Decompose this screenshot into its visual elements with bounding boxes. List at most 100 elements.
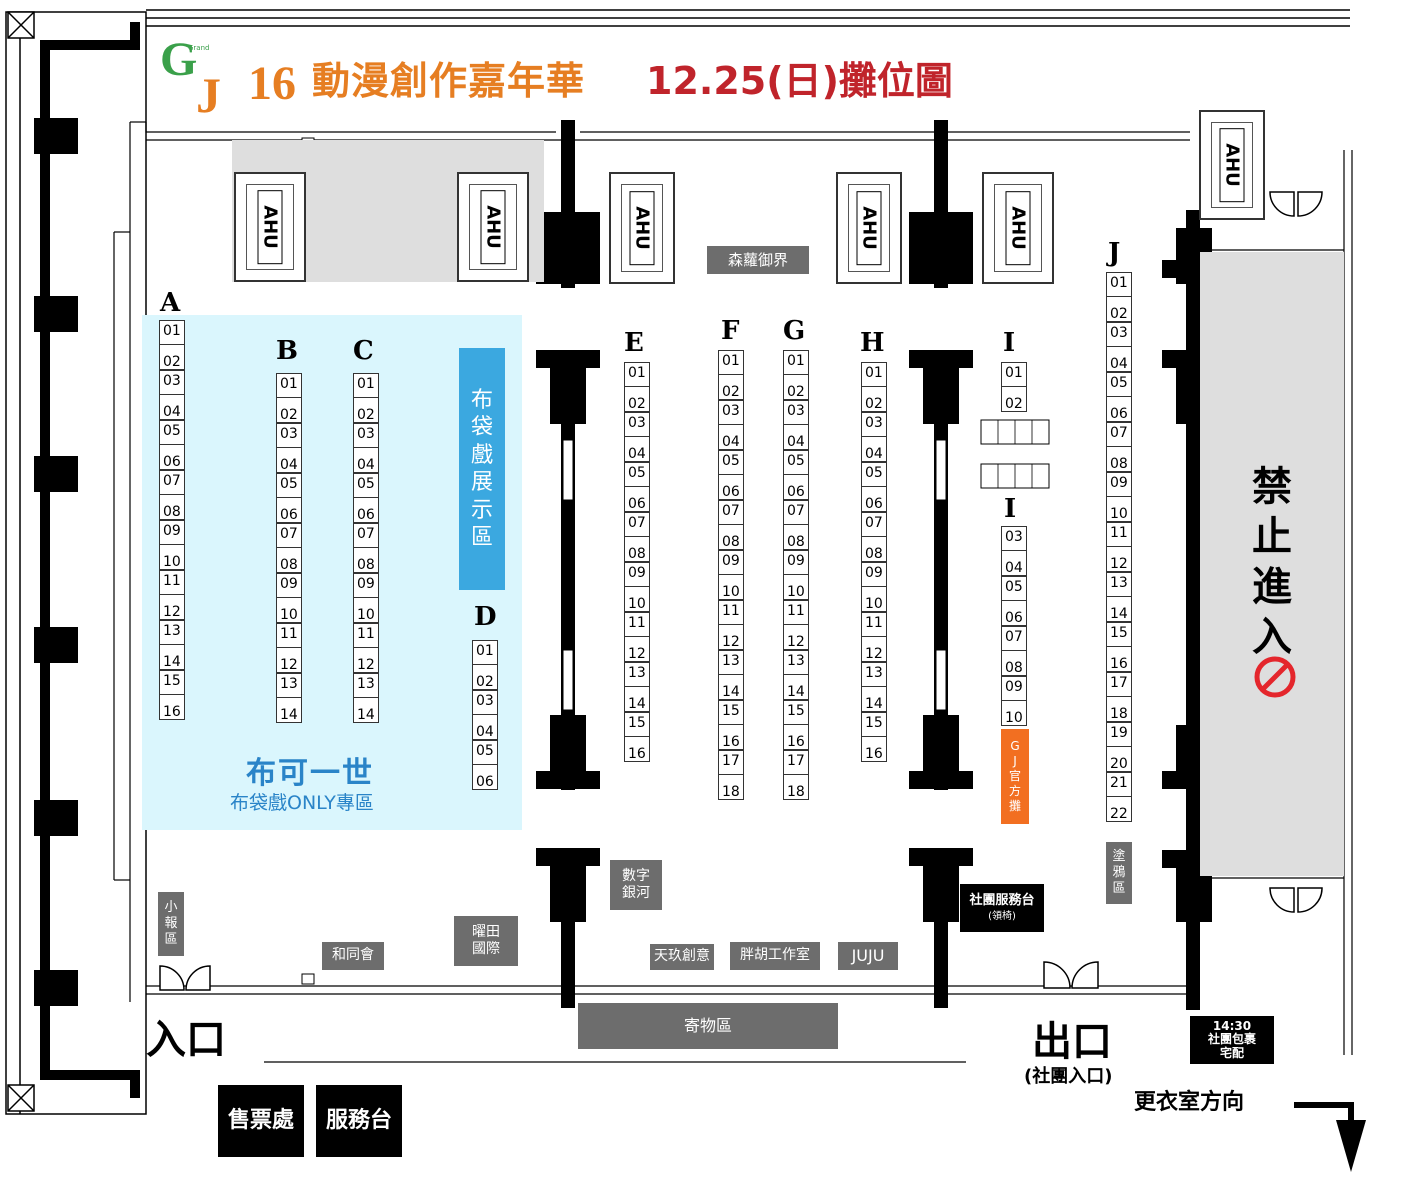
booth[interactable]: 06 (1106, 397, 1132, 422)
booth[interactable]: 15 (861, 712, 887, 737)
booth[interactable]: 18 (1106, 697, 1132, 722)
booth[interactable]: 01 (353, 373, 379, 398)
booth[interactable]: 09 (353, 573, 379, 598)
booth[interactable]: 08 (353, 548, 379, 573)
booth[interactable]: 02 (1106, 297, 1132, 322)
booth[interactable]: 18 (783, 775, 809, 800)
booth[interactable]: 14 (353, 698, 379, 723)
booth[interactable]: 08 (159, 495, 185, 520)
booth[interactable]: 03 (353, 423, 379, 448)
booth[interactable]: 09 (783, 550, 809, 575)
booth[interactable]: 13 (1106, 572, 1132, 597)
booth[interactable]: 07 (861, 512, 887, 537)
booth[interactable]: 01 (624, 362, 650, 387)
booth[interactable]: 08 (624, 537, 650, 562)
booth[interactable]: 15 (783, 700, 809, 725)
booth[interactable]: 03 (1106, 322, 1132, 347)
booth[interactable]: 04 (353, 448, 379, 473)
booth[interactable]: 11 (276, 623, 302, 648)
booth[interactable]: 04 (159, 395, 185, 420)
booth[interactable]: 08 (718, 525, 744, 550)
booth[interactable]: 03 (624, 412, 650, 437)
booth[interactable]: 11 (718, 600, 744, 625)
booth[interactable]: 16 (718, 725, 744, 750)
booth[interactable]: 10 (783, 575, 809, 600)
booth[interactable]: 08 (276, 548, 302, 573)
booth[interactable]: 16 (861, 737, 887, 762)
booth[interactable]: 03 (276, 423, 302, 448)
booth[interactable]: 13 (159, 620, 185, 645)
booth[interactable]: 01 (783, 350, 809, 375)
booth[interactable]: 07 (276, 523, 302, 548)
booth[interactable]: 13 (353, 673, 379, 698)
booth[interactable]: 01 (861, 362, 887, 387)
booth[interactable]: 06 (472, 765, 498, 790)
booth[interactable]: 07 (1106, 422, 1132, 447)
booth[interactable]: 06 (783, 475, 809, 500)
booth[interactable]: 14 (159, 645, 185, 670)
booth[interactable]: 10 (276, 598, 302, 623)
booth[interactable]: 02 (624, 387, 650, 412)
booth[interactable]: 05 (276, 473, 302, 498)
booth[interactable]: 06 (1001, 601, 1027, 626)
booth[interactable]: 09 (276, 573, 302, 598)
booth[interactable]: 13 (783, 650, 809, 675)
booth[interactable]: 07 (718, 500, 744, 525)
booth[interactable]: 15 (624, 712, 650, 737)
booth[interactable]: 05 (1106, 372, 1132, 397)
booth[interactable]: 13 (718, 650, 744, 675)
booth[interactable]: 04 (624, 437, 650, 462)
booth[interactable]: 01 (1001, 362, 1027, 387)
booth[interactable]: 07 (783, 500, 809, 525)
booth[interactable]: 17 (718, 750, 744, 775)
booth[interactable]: 14 (624, 687, 650, 712)
booth[interactable]: 20 (1106, 747, 1132, 772)
booth[interactable]: 13 (624, 662, 650, 687)
booth[interactable]: 03 (718, 400, 744, 425)
booth[interactable]: 15 (159, 670, 185, 695)
booth[interactable]: 12 (353, 648, 379, 673)
booth[interactable]: 09 (1106, 472, 1132, 497)
booth[interactable]: 13 (861, 662, 887, 687)
booth[interactable]: 01 (1106, 272, 1132, 297)
booth[interactable]: 06 (861, 487, 887, 512)
booth[interactable]: 09 (718, 550, 744, 575)
booth[interactable]: 02 (1001, 387, 1027, 412)
booth[interactable]: 18 (718, 775, 744, 800)
booth[interactable]: 03 (159, 370, 185, 395)
booth[interactable]: 14 (783, 675, 809, 700)
booth[interactable]: 10 (1001, 701, 1027, 726)
booth[interactable]: 04 (783, 425, 809, 450)
booth[interactable]: 04 (1106, 347, 1132, 372)
booth[interactable]: 02 (783, 375, 809, 400)
booth[interactable]: 15 (718, 700, 744, 725)
booth[interactable]: 12 (276, 648, 302, 673)
booth[interactable]: 09 (159, 520, 185, 545)
booth[interactable]: 12 (783, 625, 809, 650)
booth[interactable]: 12 (624, 637, 650, 662)
booth[interactable]: 14 (1106, 597, 1132, 622)
booth[interactable]: 04 (861, 437, 887, 462)
booth[interactable]: 07 (1001, 626, 1027, 651)
booth[interactable]: 04 (276, 448, 302, 473)
booth[interactable]: 10 (159, 545, 185, 570)
booth[interactable]: 02 (159, 345, 185, 370)
booth[interactable]: 08 (1001, 651, 1027, 676)
booth[interactable]: 05 (624, 462, 650, 487)
booth[interactable]: 04 (1001, 551, 1027, 576)
booth[interactable]: 12 (861, 637, 887, 662)
booth[interactable]: 08 (861, 537, 887, 562)
booth[interactable]: 10 (1106, 497, 1132, 522)
booth[interactable]: 21 (1106, 772, 1132, 797)
booth[interactable]: 11 (1106, 522, 1132, 547)
booth[interactable]: 06 (624, 487, 650, 512)
booth[interactable]: 03 (861, 412, 887, 437)
booth[interactable]: 03 (1001, 526, 1027, 551)
booth[interactable]: 22 (1106, 797, 1132, 822)
booth[interactable]: 14 (276, 698, 302, 723)
booth[interactable]: 05 (159, 420, 185, 445)
booth[interactable]: 09 (1001, 676, 1027, 701)
booth[interactable]: 10 (353, 598, 379, 623)
booth[interactable]: 01 (159, 320, 185, 345)
booth[interactable]: 07 (624, 512, 650, 537)
